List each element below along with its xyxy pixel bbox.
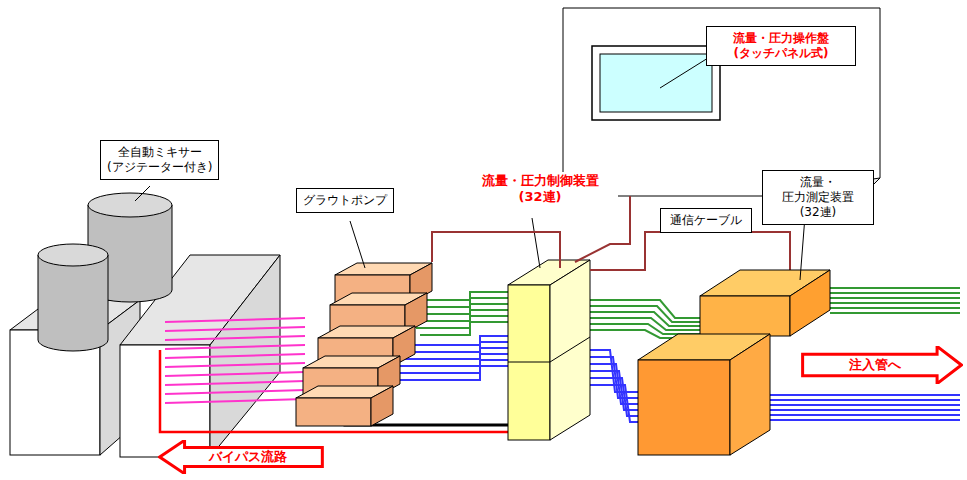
callout-text: 流量・圧力測定装置 (32連) bbox=[769, 175, 867, 220]
callout-text: グラウトポンプ bbox=[303, 193, 387, 208]
hose-line bbox=[590, 300, 700, 318]
arrow-box: バイパス流路 bbox=[158, 440, 324, 474]
callout-text: 流量・圧力操作盤 (タッチパネル式) bbox=[713, 31, 849, 61]
control-device-split bbox=[508, 362, 550, 363]
bypass-line bbox=[160, 350, 545, 432]
hose-line bbox=[420, 322, 510, 335]
measuring-device-side bbox=[790, 270, 830, 336]
arrow-label: バイパス流路 bbox=[158, 440, 324, 465]
panel-note bbox=[563, 8, 880, 196]
callout-box: 全自動ミキサー (アジテーター付き) bbox=[100, 140, 219, 180]
leader-line bbox=[532, 218, 540, 268]
callout-box: 流量・圧力測定装置 (32連) bbox=[762, 170, 874, 225]
hose-line bbox=[165, 354, 305, 358]
hose-line bbox=[830, 302, 960, 304]
hose-line bbox=[400, 366, 510, 380]
hose-line bbox=[165, 390, 305, 394]
control-device-split bbox=[550, 337, 590, 362]
grout-pump bbox=[371, 386, 393, 426]
hose-line bbox=[770, 414, 960, 416]
communication-cable bbox=[432, 232, 560, 268]
hose-line bbox=[165, 336, 305, 340]
grout-pump-stack bbox=[296, 263, 432, 426]
hose-line bbox=[770, 409, 960, 411]
callout-box: グラウトポンプ bbox=[296, 188, 394, 213]
measuring-device-front bbox=[638, 360, 730, 455]
hose-line bbox=[165, 363, 305, 367]
hose-line bbox=[770, 399, 960, 401]
hose-line bbox=[165, 327, 305, 331]
control-device-side bbox=[550, 260, 590, 440]
hose-line bbox=[590, 378, 640, 416]
callout-text: 通信ケーブル bbox=[667, 213, 745, 228]
mixer-tank-top bbox=[88, 193, 172, 217]
mixer-tank-top bbox=[38, 244, 108, 266]
callout-box: 通信ケーブル bbox=[660, 208, 752, 233]
hose-line bbox=[165, 318, 305, 322]
hose-line bbox=[165, 381, 305, 385]
arrow-box: 注入管へ bbox=[801, 346, 963, 384]
hose-line bbox=[590, 385, 640, 422]
leader-line bbox=[800, 216, 805, 280]
hose-line bbox=[590, 371, 640, 410]
hose-line bbox=[830, 287, 960, 289]
hose-line bbox=[165, 399, 305, 403]
leader-line bbox=[135, 186, 150, 201]
arrow-label: 注入管へ bbox=[801, 346, 963, 373]
measuring-device-side bbox=[730, 334, 770, 455]
hose-line bbox=[830, 307, 960, 309]
hose-line bbox=[830, 292, 960, 294]
hose-line bbox=[770, 404, 960, 406]
leader-line bbox=[660, 58, 708, 88]
device-label: 流量・圧力制御装置 (32連) bbox=[462, 172, 618, 207]
touch-screen bbox=[600, 54, 712, 112]
hose-line bbox=[165, 372, 305, 376]
hose-line bbox=[590, 306, 700, 322]
measuring-device-back bbox=[700, 296, 790, 336]
callout-text: 全自動ミキサー (アジテーター付き) bbox=[107, 145, 212, 175]
hose-line bbox=[830, 297, 960, 299]
panel-frame bbox=[592, 46, 720, 120]
mixer-unit-front bbox=[120, 345, 210, 457]
leader-line bbox=[350, 221, 365, 268]
grout-pump bbox=[296, 398, 371, 426]
hose-line bbox=[770, 419, 960, 421]
hose-line bbox=[830, 312, 960, 314]
callout-box: 流量・圧力操作盤 (タッチパネル式) bbox=[706, 26, 856, 66]
control-device-front bbox=[508, 285, 550, 440]
mixer-tank bbox=[38, 255, 108, 351]
hose-line bbox=[770, 394, 960, 396]
hose-line bbox=[165, 345, 305, 349]
